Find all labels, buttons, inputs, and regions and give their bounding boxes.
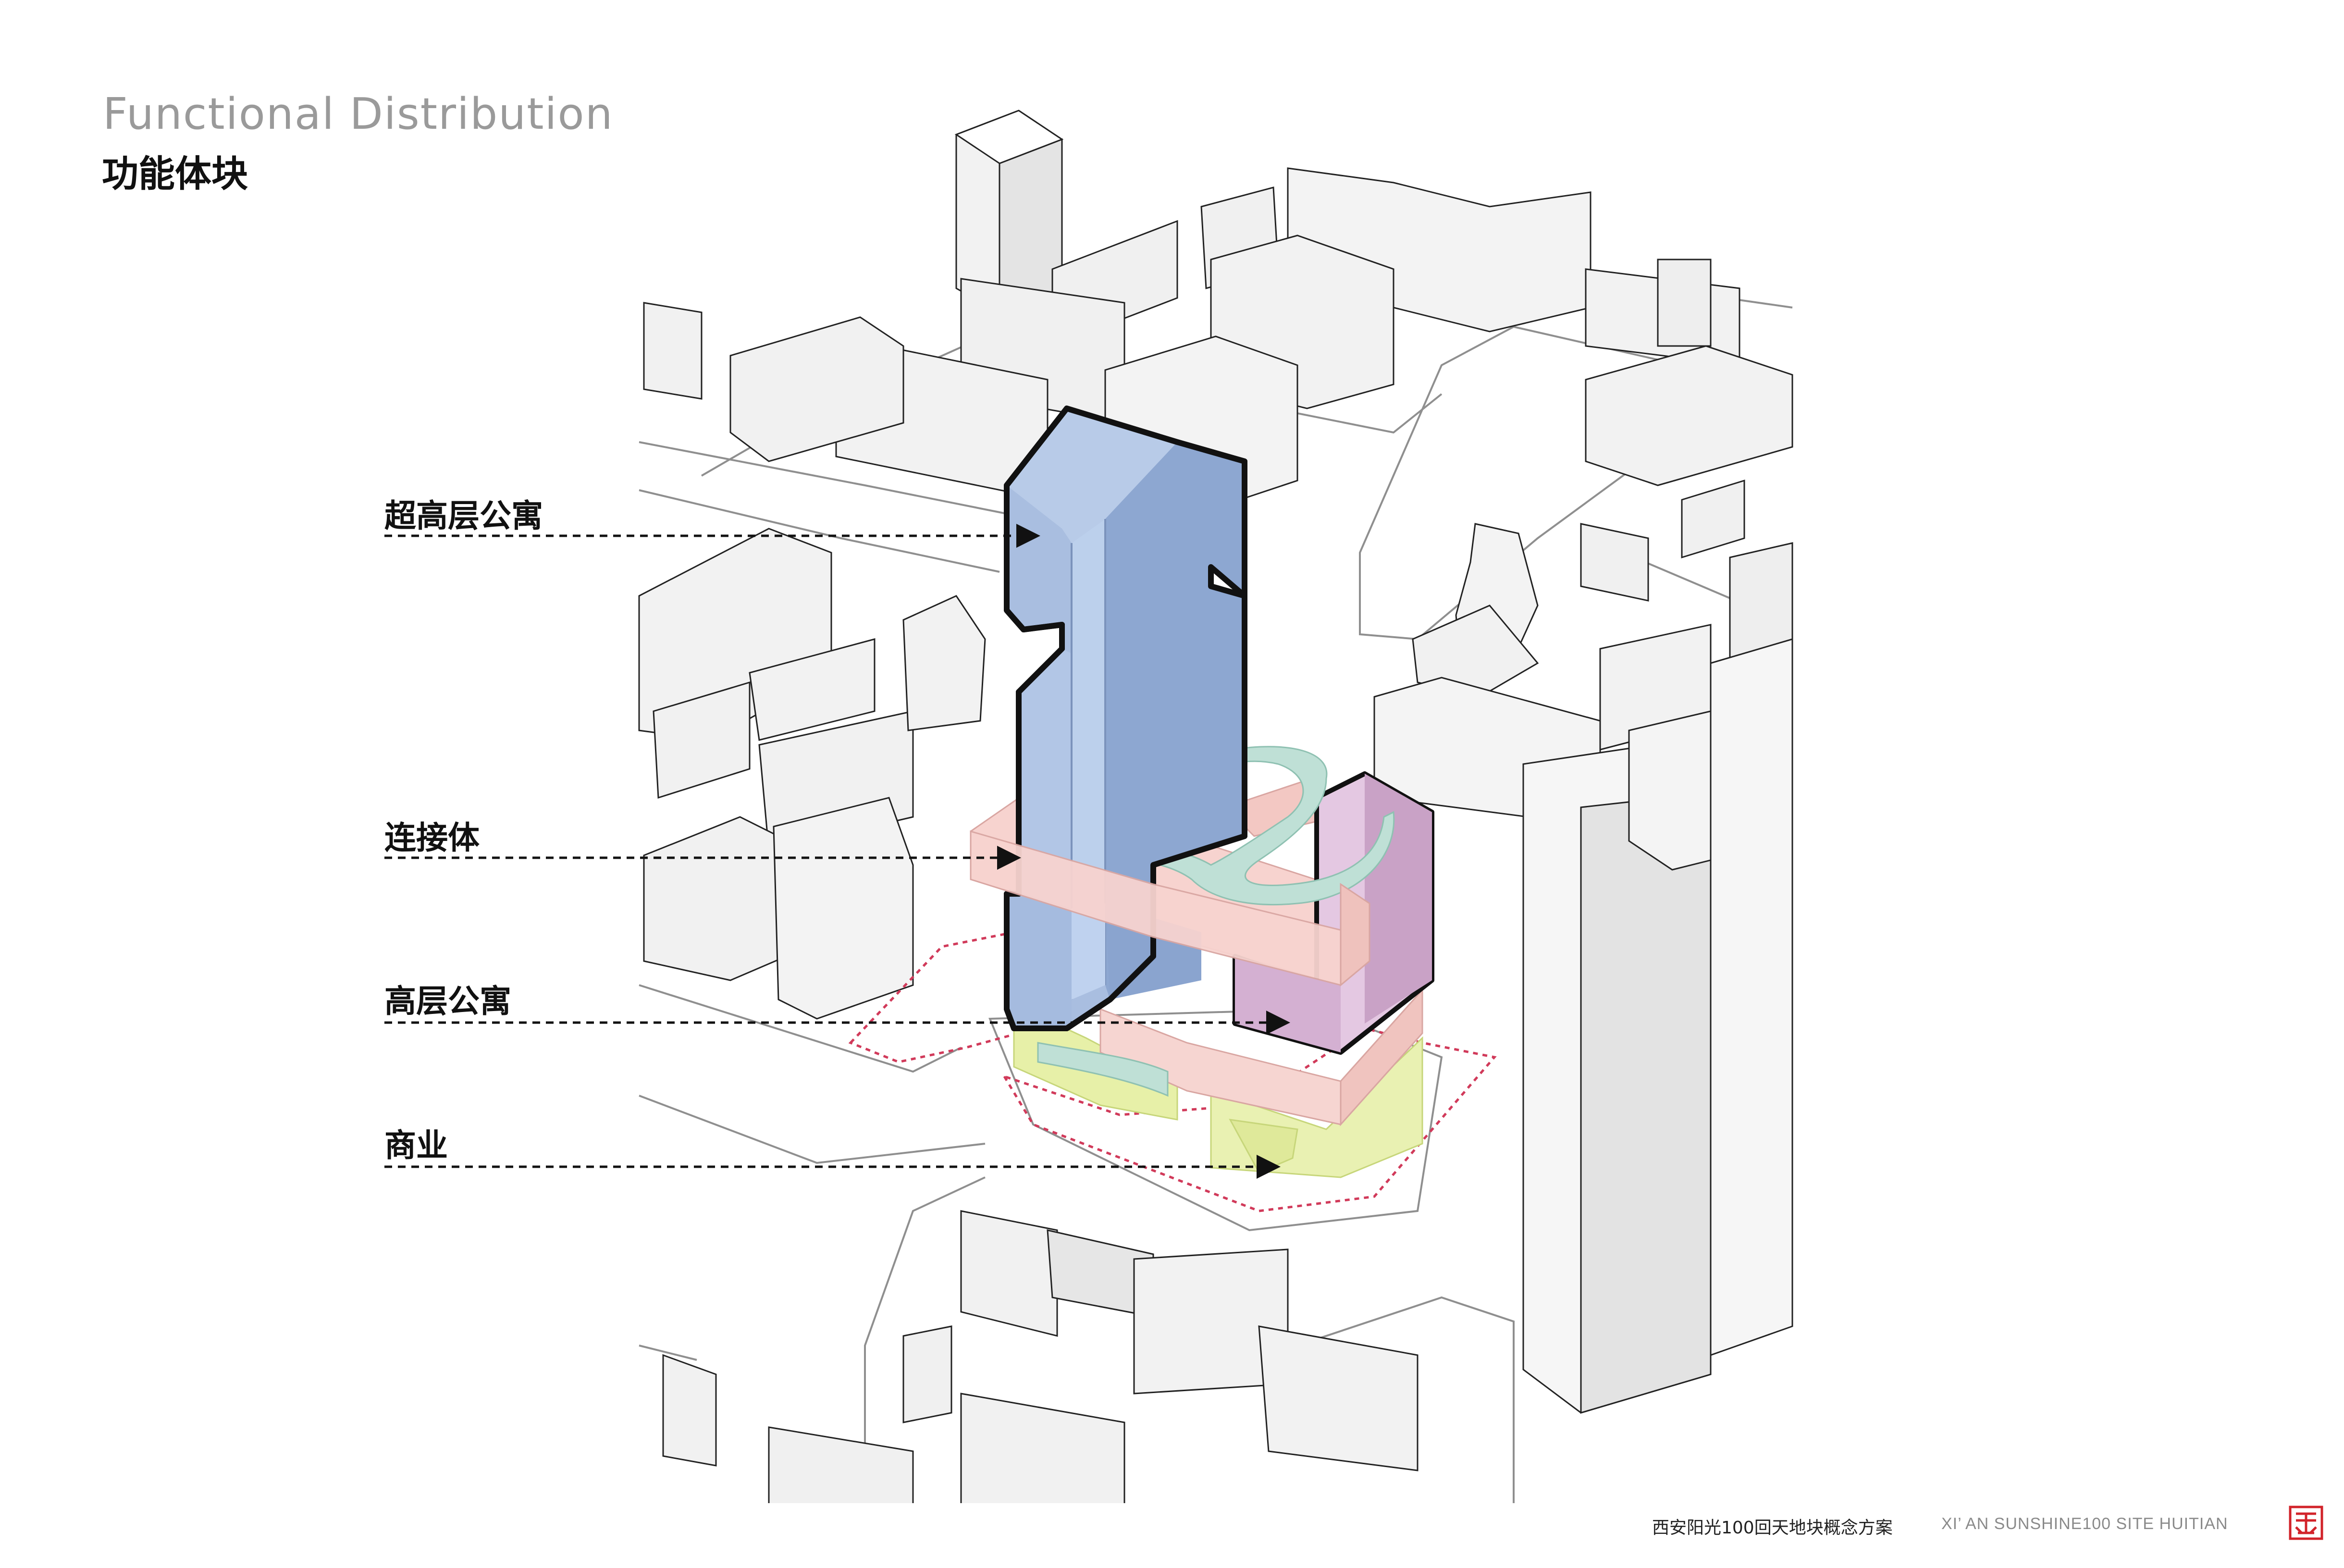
label-commercial: 商业 (384, 1127, 448, 1164)
title-chinese: 功能体块 (102, 152, 248, 195)
label-connector: 连接体 (384, 819, 480, 856)
title-english: Functional Distribution (103, 89, 614, 139)
city-context (638, 110, 1793, 1507)
footer-project-chinese: 西安阳光100回天地块概念方案 (1652, 1518, 1893, 1538)
seal-logo-icon (2289, 1506, 2323, 1540)
sky-walkway (1037, 746, 1395, 1097)
callout-arrows (384, 524, 1290, 1179)
connector-band-front (970, 830, 1370, 987)
site-boundary (848, 930, 1497, 1212)
label-super-highrise-apartment: 超高层公寓 (384, 497, 543, 534)
label-highrise-apartment: 高层公寓 (384, 983, 511, 1020)
footer-project-english: XI’ AN SUNSHINE100 SITE HUITIAN (1941, 1515, 2228, 1533)
